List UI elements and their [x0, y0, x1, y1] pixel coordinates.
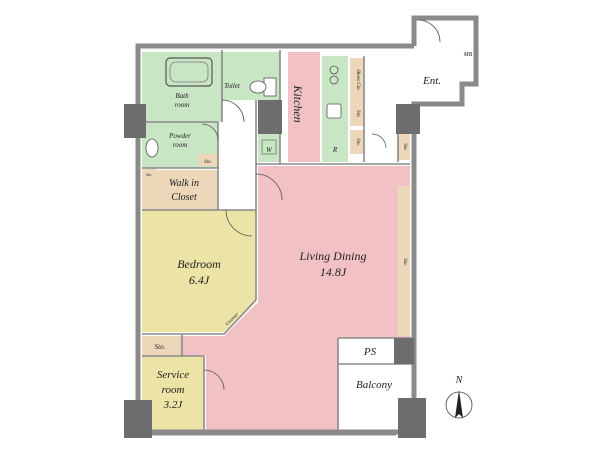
pipe-space-label: PS [363, 346, 377, 358]
door-arcs [201, 19, 441, 391]
meter-box-label: MB [463, 52, 473, 58]
kitchen-storage-1 [350, 104, 364, 126]
bedroom-size: 6.4J [189, 273, 210, 287]
fridge-area [322, 134, 348, 162]
storage-label: Sto. [402, 143, 407, 151]
compass-north-label: N [455, 375, 464, 386]
living-dining-area [180, 166, 410, 434]
bath-room-area [142, 52, 222, 122]
shoes-closet-label: Shoes Clo. [355, 69, 360, 90]
storage-label: Sto. [204, 160, 212, 165]
bath-room-label-2: room [175, 101, 190, 109]
service-room-label-2: room [162, 384, 185, 396]
bathtub-icon [165, 57, 213, 87]
pillar-se [398, 398, 426, 438]
balcony-label: Balcony [356, 379, 392, 391]
entrance-storage [398, 134, 410, 160]
pillar-ne [396, 104, 420, 134]
washer-area [258, 134, 280, 162]
storage-label: Sto. [355, 138, 360, 146]
washer-label: W [266, 146, 273, 154]
exterior-walls [135, 15, 479, 435]
stove-burner-icon [329, 75, 339, 85]
bedroom-label: Bedroom [177, 257, 221, 271]
toilet-label: Toilet [224, 82, 241, 90]
shoes-closet-area [350, 58, 364, 104]
kitchen-storage-2 [350, 130, 364, 154]
bath-room-label-1: Bath [175, 92, 189, 100]
service-room-size: 3.2J [163, 399, 184, 411]
sink-icon [145, 138, 159, 158]
pillar-nw [124, 104, 146, 138]
living-dining-size: 14.8J [320, 265, 347, 279]
kitchen-label: Kitchen [291, 84, 305, 122]
service-room-area [142, 356, 204, 434]
stove-burner-icon [329, 65, 339, 75]
powder-room-label-1: Powder [168, 132, 191, 140]
storage-small-powder [198, 154, 218, 166]
toilet-bowl-icon [249, 80, 267, 94]
service-room-label-1: Service [157, 369, 189, 381]
washer-icon [261, 139, 277, 155]
bathtub-inner [169, 61, 209, 83]
pipe-space-box [394, 338, 414, 364]
pillar-sw [124, 400, 152, 438]
window-lines [152, 429, 396, 436]
walk-in-closet-label-2: Closet [171, 192, 197, 203]
walk-in-closet-label-1: Walk in [169, 178, 199, 189]
kitchen-sink-icon [326, 103, 342, 119]
fridge-label: R [332, 146, 338, 154]
compass-icon: N [445, 375, 473, 419]
storage-label: Sto. [355, 110, 360, 118]
storage-small-left [142, 168, 156, 178]
pillar-mid [258, 100, 282, 134]
storage-label: Sto. [146, 172, 152, 177]
entrance-label: Ent. [422, 75, 441, 87]
living-dining-label: Living Dining [298, 249, 366, 263]
living-storage-strip [398, 186, 410, 336]
kitchen-floor-area [288, 52, 320, 162]
storage-label: Sto. [155, 343, 166, 351]
powder-room-label-2: room [173, 141, 188, 149]
service-storage-area [142, 336, 180, 356]
storage-label: Sto. [402, 258, 407, 266]
bedroom-area [142, 210, 256, 332]
